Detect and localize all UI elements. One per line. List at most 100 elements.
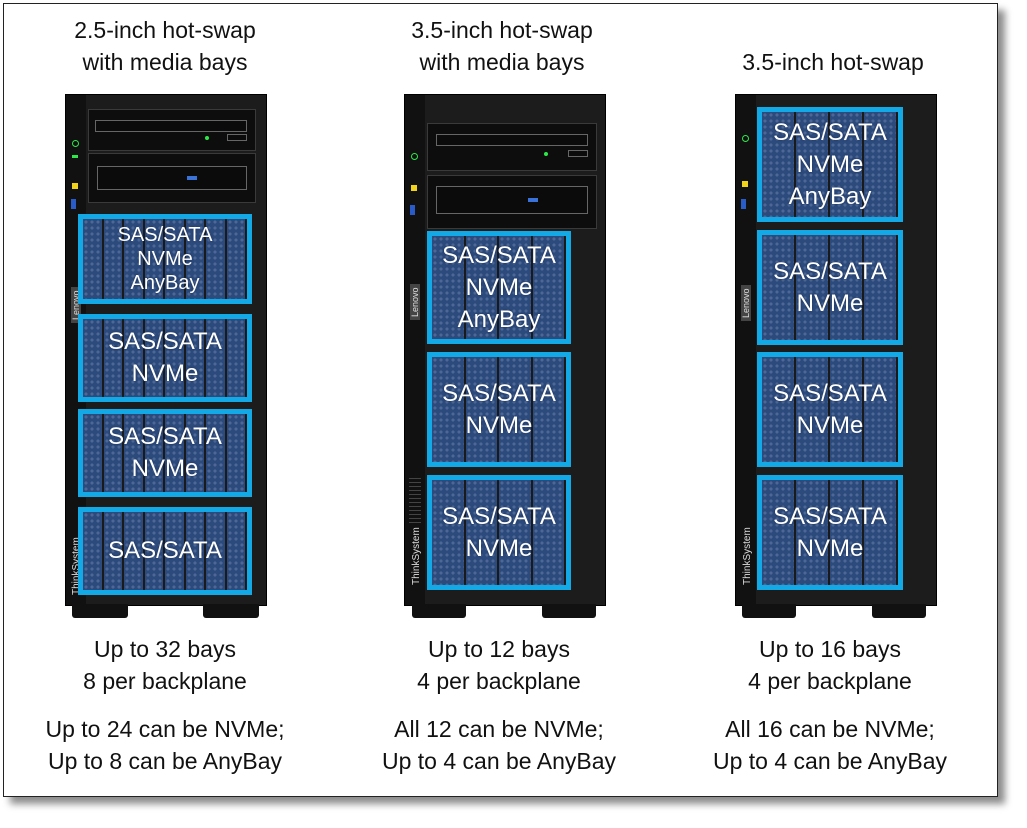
usb-port-icon — [71, 199, 76, 209]
anybay-caption-2: Up to 4 can be AnyBay — [382, 748, 616, 774]
drive-carrier — [226, 319, 247, 397]
drive-carrier — [144, 512, 165, 590]
drive-carrier — [144, 219, 165, 299]
usb-port-icon — [741, 199, 746, 209]
drive-carrier — [465, 357, 499, 462]
drive-carrier — [206, 319, 227, 397]
server-tower-2: Lenovo ThinkSystem — [404, 94, 606, 606]
zone-label: SAS/SATA NVMe AnyBay — [442, 241, 556, 333]
optical-media-bay — [427, 123, 597, 171]
drive-carrier — [185, 219, 206, 299]
drive-carrier — [226, 414, 247, 492]
usb-port-icon — [410, 205, 415, 215]
drive-carrier — [532, 236, 566, 339]
drive-carrier — [532, 357, 566, 462]
drive-carrier — [185, 319, 206, 397]
column-title-2: 3.5-inch hot-swap with media bays — [411, 17, 593, 75]
optical-media-bay — [88, 109, 256, 151]
drive-zone-anybay: SAS/SATA NVMe AnyBay — [78, 214, 252, 304]
drive-carrier — [206, 414, 227, 492]
backplane-caption-3: 4 per backplane — [748, 668, 912, 694]
thinksystem-logo: ThinkSystem — [742, 527, 753, 585]
drive-carrier — [165, 512, 186, 590]
tape-media-bay — [88, 153, 256, 203]
zone-label: SAS/SATA NVMe AnyBay — [117, 224, 213, 294]
tape-media-bay — [427, 175, 597, 229]
drive-carrier — [762, 235, 796, 340]
warning-icon — [742, 181, 748, 187]
drive-carrier — [83, 319, 104, 397]
drive-zone-anybay: SAS/SATA NVMe AnyBay — [757, 107, 903, 222]
drive-carrier — [499, 357, 533, 462]
column-title-1: 2.5-inch hot-swap with media bays — [74, 17, 256, 75]
zone-label: SAS/SATA NVMe — [773, 502, 887, 562]
drive-carrier — [124, 414, 145, 492]
drive-carrier — [796, 112, 830, 217]
bays-caption-1: Up to 32 bays — [94, 636, 236, 662]
zone-label: SAS/SATA NVMe — [773, 257, 887, 317]
drive-carrier — [830, 112, 864, 217]
warning-icon — [72, 183, 78, 189]
tower-foot — [872, 604, 926, 618]
column-title-3: 3.5-inch hot-swap — [742, 49, 924, 75]
anybay-caption-1: Up to 8 can be AnyBay — [48, 748, 282, 774]
drive-carrier — [499, 236, 533, 339]
drive-zone-nvme: SAS/SATA NVMe — [78, 409, 252, 497]
drive-zone-sas: SAS/SATA — [78, 507, 252, 595]
nvme-caption-1: Up to 24 can be NVMe; — [45, 716, 285, 742]
drive-carrier — [465, 236, 499, 339]
drive-carrier — [796, 480, 830, 585]
drive-carrier — [124, 219, 145, 299]
drive-carrier — [432, 357, 466, 462]
drive-zone-nvme: SAS/SATA NVMe — [427, 352, 571, 467]
zone-label: SAS/SATA NVMe — [108, 328, 222, 387]
drive-carrier — [762, 112, 796, 217]
lenovo-logo: Lenovo — [410, 284, 420, 320]
drive-carrier — [864, 235, 898, 340]
drive-carrier — [762, 480, 796, 585]
drive-zone-nvme: SAS/SATA NVMe — [427, 475, 571, 590]
drive-zone-nvme: SAS/SATA NVMe — [757, 230, 903, 345]
zone-label: SAS/SATA NVMe — [108, 423, 222, 482]
drive-zone-nvme: SAS/SATA NVMe — [757, 475, 903, 590]
drive-carrier — [864, 357, 898, 462]
zone-label: SAS/SATA NVMe AnyBay — [773, 118, 887, 210]
thinksystem-logo: ThinkSystem — [411, 527, 422, 585]
power-icon — [72, 140, 79, 147]
nvme-caption-3: All 16 can be NVMe; — [725, 716, 935, 742]
drive-zone-nvme: SAS/SATA NVMe — [757, 352, 903, 467]
drive-carrier — [185, 512, 206, 590]
drive-carrier — [144, 414, 165, 492]
drive-carrier — [796, 357, 830, 462]
nvme-caption-2: All 12 can be NVMe; — [394, 716, 604, 742]
drive-carrier — [796, 235, 830, 340]
drive-carrier — [185, 414, 206, 492]
backplane-caption-1: 8 per backplane — [83, 668, 247, 694]
bays-caption-3: Up to 16 bays — [759, 636, 901, 662]
drive-carrier — [864, 112, 898, 217]
power-icon — [411, 153, 418, 160]
zone-label: SAS/SATA NVMe — [773, 379, 887, 439]
side-vent — [409, 475, 421, 525]
drive-carrier — [165, 414, 186, 492]
zone-label: SAS/SATA NVMe — [442, 502, 556, 562]
drive-carrier — [830, 235, 864, 340]
drive-zone-anybay: SAS/SATA NVMe AnyBay — [427, 231, 571, 344]
status-icon — [72, 155, 78, 158]
drive-carrier — [830, 480, 864, 585]
lenovo-logo: Lenovo — [741, 285, 751, 321]
drive-carrier — [124, 319, 145, 397]
drive-carrier — [830, 357, 864, 462]
drive-carrier — [206, 219, 227, 299]
drive-carrier — [532, 480, 566, 585]
drive-carrier — [762, 357, 796, 462]
drive-carrier — [465, 480, 499, 585]
drive-carrier — [144, 319, 165, 397]
tower-foot — [72, 604, 128, 618]
drive-carrier — [165, 219, 186, 299]
drive-carrier — [83, 219, 104, 299]
drive-carrier — [83, 512, 104, 590]
drive-carrier — [864, 480, 898, 585]
drive-carrier — [103, 219, 124, 299]
drive-carrier — [432, 236, 466, 339]
